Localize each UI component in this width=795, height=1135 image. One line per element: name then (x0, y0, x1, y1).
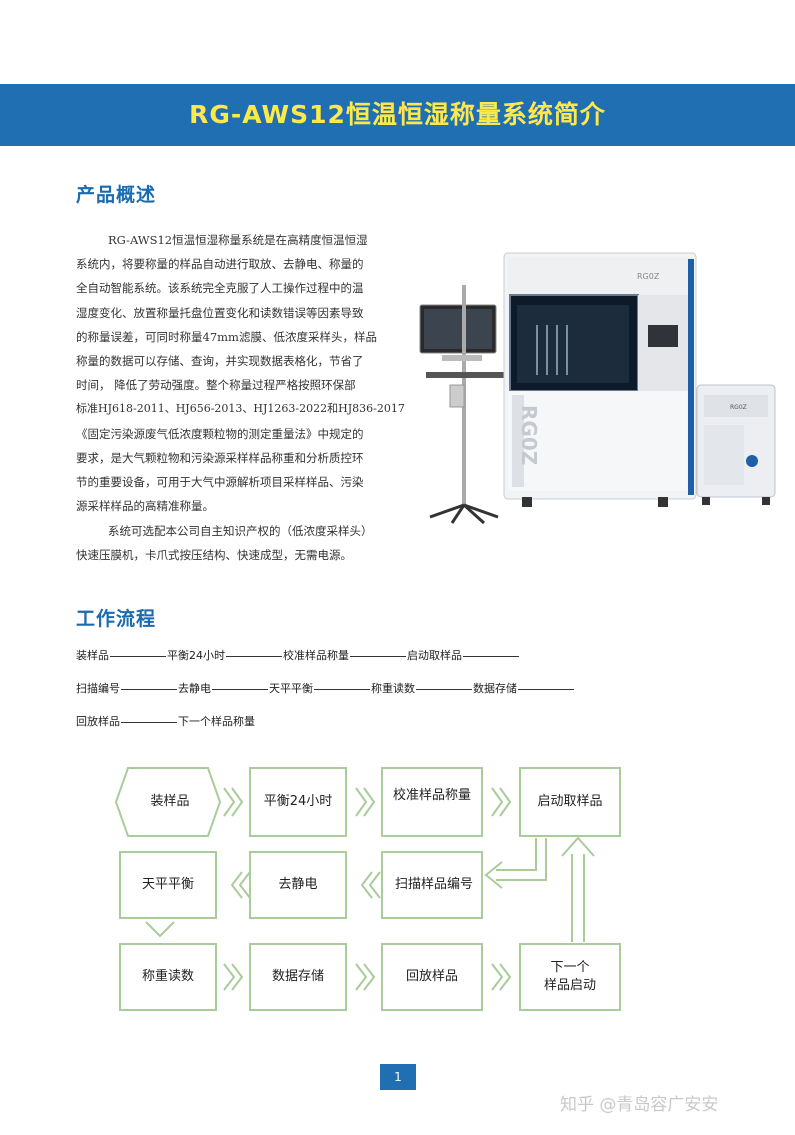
chevron-right-icon (231, 963, 244, 991)
chevron-right-icon (499, 963, 512, 991)
workflow-step: 扫描编号 (76, 682, 120, 695)
bent-arrow (496, 838, 537, 871)
connector-line (226, 655, 282, 657)
workflow-heading: 工作流程 (76, 608, 157, 630)
para-line: 全自动智能系统。该系统完全克服了人工操作过程中的温 (76, 281, 364, 296)
para-line: 源采样样品的高精准称量。 (76, 499, 214, 514)
chevron-right-icon (491, 963, 504, 991)
para-line: 要求，是大气颗粒物和污染源采样样品称重和分析质控环 (76, 450, 364, 465)
flow-label: 扫描样品编号 (394, 877, 473, 892)
flow-box-load (114, 767, 222, 837)
title-banner (0, 84, 795, 146)
workflow-step: 下一个样品称量 (178, 715, 255, 728)
flow-label: 称重读数 (141, 969, 194, 984)
overview-paragraph-2: 系统可选配本公司自主知识产权的（低浓度采样头） 快速压膜机，卡爪式按压结构、快速… (76, 519, 421, 567)
workflow-step: 回放样品 (76, 715, 120, 728)
flow-label: 装样品 (150, 794, 190, 809)
flow-box-next (519, 943, 621, 1011)
chevron-right-icon (363, 787, 376, 817)
connector-line (416, 688, 472, 690)
flow-box-return (381, 943, 483, 1011)
overview-paragraph: RG-AWS12恒温恒湿称量系统是在高精度恒温恒湿 系统内，将要称量的样品自动进… (76, 228, 421, 518)
monitor-stand (419, 285, 508, 525)
chevron-right-icon (231, 787, 244, 817)
connector-line (314, 688, 370, 690)
workflow-line-1: 装样品 平衡24小时 校准样品称量 启动取样品 (76, 647, 520, 663)
para-line: 快速压膜机，卡爪式按压结构、快速成型，无需电源。 (76, 548, 352, 563)
para-line: RG-AWS12恒温恒湿称量系统是在高精度恒温恒湿 (108, 233, 368, 247)
flow-label: 去静电 (278, 877, 318, 892)
brand-side: RG0Z (517, 405, 541, 465)
workflow-step: 平衡24小时 (167, 649, 225, 662)
connector-line (463, 655, 519, 657)
workflow-line-3: 回放样品 下一个样品称量 (76, 713, 255, 729)
chevron-left-icon (360, 871, 373, 899)
chevron-left-icon (230, 871, 243, 899)
para-line: 《固定污染源废气低浓度颗粒物的测定重量法》中规定的 (76, 426, 364, 441)
flow-box-destatic (249, 851, 347, 919)
page-number: 1 (380, 1064, 416, 1090)
para-line: 系统可选配本公司自主知识产权的（低浓度采样头） (108, 524, 373, 538)
flowchart (114, 767, 621, 1011)
chevron-right-icon (499, 787, 512, 817)
weighing-cabinet (503, 252, 697, 507)
flow-label: 回放样品 (405, 969, 458, 984)
flow-label: 数据存储 (271, 969, 324, 984)
flow-label: 启动取样品 (537, 794, 603, 809)
chevron-right-icon (223, 787, 236, 817)
workflow-step: 数据存储 (473, 682, 517, 695)
flow-box-calibrate (381, 767, 483, 837)
connector-line (518, 688, 574, 690)
para-line: 时间， 降低了劳动强度。整个称量过程严格按照环保部 (76, 378, 356, 393)
flow-box-scale-balance (119, 851, 217, 919)
flow-box-weigh (119, 943, 217, 1011)
flow-label: 天平平衡 (141, 877, 194, 892)
watermark: 知乎 @青岛容广安安 (560, 1095, 719, 1115)
chevron-left-icon (238, 871, 251, 899)
para-line: 节的重要设备，可用于大气中源解析项目采样样品、污染 (76, 475, 364, 490)
chevron-right-icon (355, 787, 368, 817)
connector-line (350, 655, 406, 657)
side-unit (696, 384, 776, 505)
connector-line (212, 688, 268, 690)
para-line: 湿度变化、放置称量托盘位置变化和读数错误等因素导致 (76, 305, 364, 320)
brand-small: RG0Z (730, 404, 747, 411)
flow-label: 下一个 样品启动 (543, 960, 596, 993)
arrow-left-icon (484, 861, 503, 889)
chevron-right-icon (363, 963, 376, 991)
product-image: RG0Z RG0Z RG0Z (419, 252, 776, 525)
chevron-down-icon (145, 921, 175, 938)
flow-label: 平衡24小时 (263, 794, 333, 809)
para-line: 称量的数据可以存储、查询，并实现数据表格化，节省了 (76, 354, 364, 369)
overview-heading: 产品概述 (76, 184, 157, 206)
connector-line (121, 688, 177, 690)
workflow-step: 启动取样品 (407, 649, 462, 662)
connector-line (121, 721, 177, 723)
workflow-step: 称重读数 (371, 682, 415, 695)
workflow-line-2: 扫描编号 去静电 天平平衡 称重读数 数据存储 (76, 680, 575, 696)
workflow-step: 校准样品称量 (283, 649, 349, 662)
chevron-right-icon (355, 963, 368, 991)
flow-box-store (249, 943, 347, 1011)
bent-arrow (496, 838, 547, 881)
chevron-left-icon (368, 871, 381, 899)
flow-box-balance-24h (249, 767, 347, 837)
brand-top: RG0Z (637, 272, 660, 281)
arrow-up-icon (561, 836, 595, 857)
para-line: 的称量误差，可同时称量47mm滤膜、低浓度采样头，样品 (76, 329, 377, 344)
workflow-step: 天平平衡 (269, 682, 313, 695)
up-arrow-shaft (571, 854, 585, 942)
page-title: RG-AWS12恒温恒湿称量系统简介 (189, 100, 606, 129)
connector-line (110, 655, 166, 657)
para-line: 标准HJ618-2011、HJ656-2013、HJ1263-2022和HJ83… (76, 402, 405, 416)
chevron-right-icon (223, 963, 236, 991)
flow-box-scan (381, 851, 483, 919)
workflow-step: 去静电 (178, 682, 211, 695)
chevron-right-icon (491, 787, 504, 817)
workflow-step: 装样品 (76, 649, 109, 662)
para-line: 系统内，将要称量的样品自动进行取放、去静电、称量的 (76, 257, 364, 272)
flow-box-start-pick (519, 767, 621, 837)
flow-label: 校准样品称量 (392, 788, 471, 803)
